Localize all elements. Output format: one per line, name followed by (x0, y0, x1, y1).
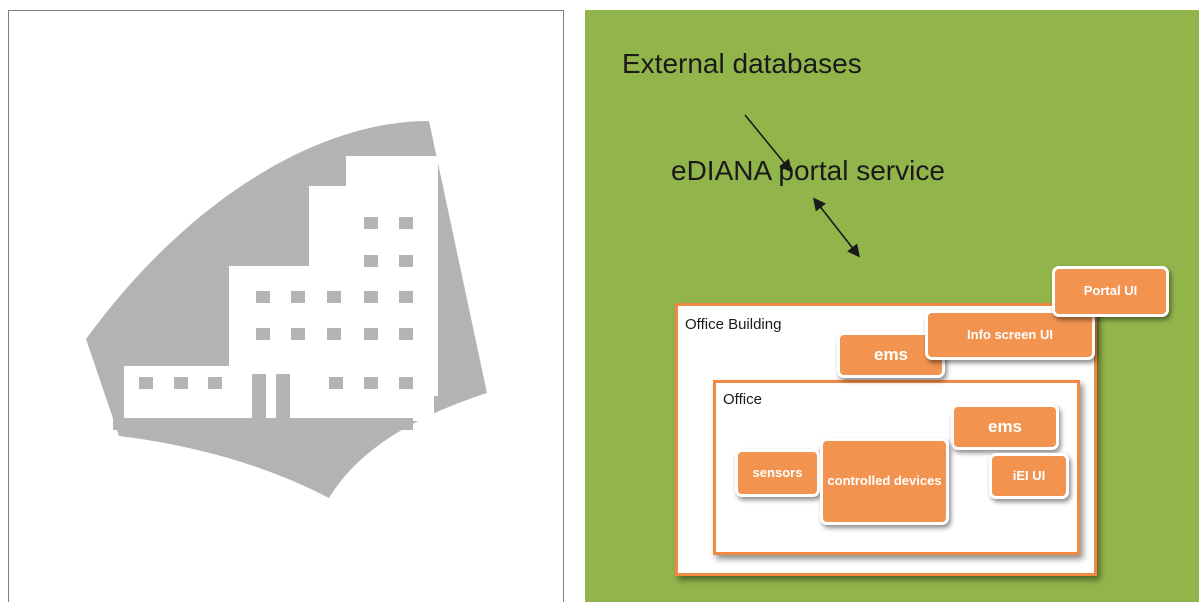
connector-arrows (744, 114, 860, 258)
office-label: Office (723, 391, 762, 408)
arrow-portal-to-building (813, 197, 860, 258)
arrow-databases-to-portal (744, 114, 793, 173)
portal-service-label: eDIANA portal service (671, 155, 945, 186)
logo-panel (8, 10, 564, 602)
logo-windows (139, 217, 413, 389)
external-databases-label: External databases (622, 48, 862, 79)
office-ems-node: ems (951, 404, 1059, 450)
office-building-label: Office Building (685, 316, 782, 333)
portal-ui-node: Portal UI (1052, 266, 1169, 317)
sensors-node: sensors (735, 449, 820, 497)
controlled-devices-node: controlled devices (820, 438, 949, 525)
info-screen-ui-node: Info screen UI (925, 310, 1095, 360)
iei-ui-node: iEI UI (989, 453, 1069, 499)
office-building-logo (86, 121, 487, 498)
ediana-architecture-diagram: External databases eDIANA portal service… (585, 10, 1199, 602)
logo-base (113, 374, 413, 445)
